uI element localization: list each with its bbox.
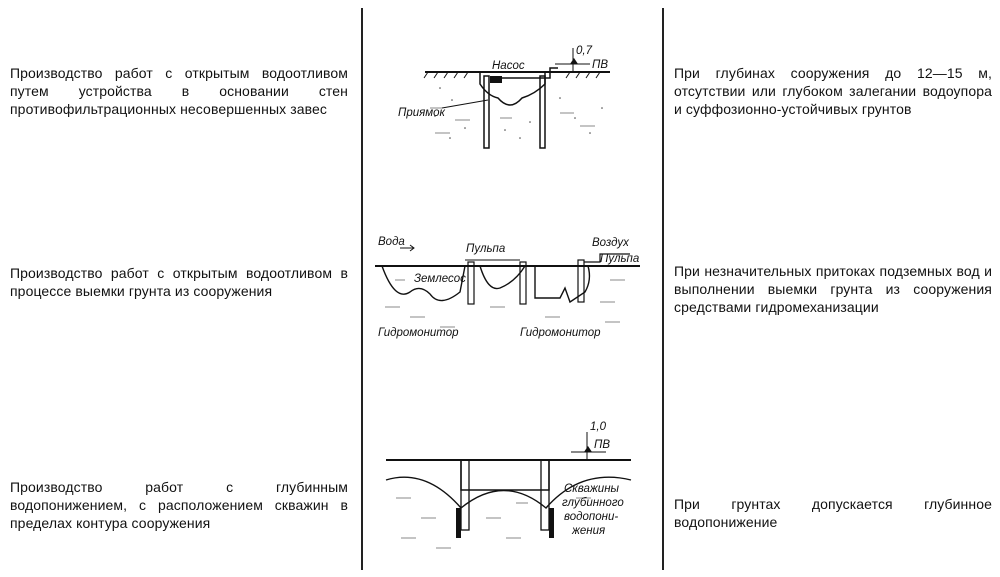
label-pulp-top: Пульпа — [466, 243, 505, 255]
label-monitor-right: Гидромонитор — [520, 327, 601, 339]
label-monitor-left: Гидромонитор — [378, 327, 459, 339]
condition-description-1: При глубинах сооружения до 12—15 м, отсу… — [674, 65, 992, 117]
label-water: Вода — [378, 236, 405, 248]
label-wells-line4: жения — [571, 525, 605, 537]
method-description-3: Производство работ с глубинным водопониж… — [10, 479, 348, 531]
column-divider-left — [361, 8, 363, 570]
label-pulp-right: Пульпа — [600, 253, 639, 265]
label-groundwater-3: ПВ — [594, 439, 610, 451]
diagram-hydromechanization: Вода Пульпа Воздух Пульпа Землесос Гидро… — [375, 236, 640, 339]
diagram-open-drainage-cutoff: 0,7 ПВ Насос Приямок — [398, 45, 610, 149]
label-sump: Приямок — [398, 107, 446, 119]
column-divider-right — [662, 8, 664, 570]
method-description-1: Производство работ с открытым водоотливо… — [10, 65, 348, 117]
label-depth-1: 0,7 — [576, 45, 593, 57]
label-pump: Насос — [492, 60, 525, 72]
method-description-2: Производство работ с открытым водоотливо… — [10, 265, 348, 299]
label-wells-line1: Скважины — [564, 483, 620, 495]
diagram-deep-dewatering: 1,0 ПВ Скважины глубинного водопони- жен… — [385, 421, 632, 549]
label-groundwater-1: ПВ — [592, 59, 608, 71]
label-air: Воздух — [592, 237, 630, 249]
condition-description-2: При незначительных притоках подземных во… — [674, 263, 992, 315]
condition-description-3: При грунтах допускается глубинное водопо… — [674, 496, 992, 530]
label-depth-3: 1,0 — [590, 421, 607, 433]
label-dredger: Землесос — [414, 273, 466, 285]
label-wells-line3: водопони- — [564, 511, 618, 523]
label-wells-line2: глубинного — [562, 497, 624, 509]
